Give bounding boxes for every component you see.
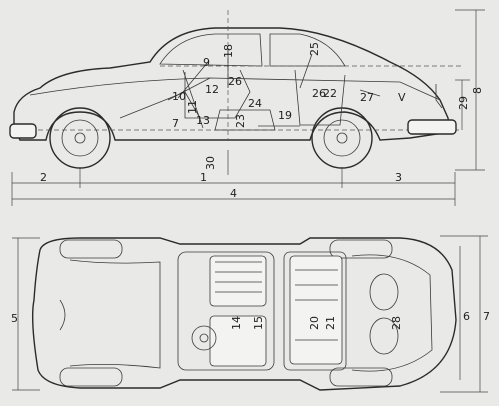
callout-18: 18 [222,44,235,58]
callout-14: 14 [230,316,243,330]
callout-22: 22 [323,87,337,100]
callout-10: 10 [172,90,186,103]
callout-25: 25 [308,42,321,56]
callout-2: 2 [40,171,47,184]
callout-8: 8 [471,87,484,94]
callout-23: 23 [234,114,247,128]
callout-6: 6 [463,310,470,323]
callout-13: 13 [196,114,210,127]
callout-9: 9 [203,56,210,69]
front-bumper [9,123,37,139]
callout-15: 15 [252,316,265,330]
front-wheel [49,107,111,169]
callout-30: 30 [204,156,217,170]
callout-28: 28 [390,316,403,330]
side-window-front [159,33,263,67]
callout-12: 12 [205,83,219,96]
callout-3: 3 [395,171,402,184]
rear-bumper [407,119,457,135]
callout-26: 26 [228,75,242,88]
steering-wheel [191,325,217,351]
callout-1: 1 [200,171,207,184]
callout-24: 24 [248,97,262,110]
callout-19: 19 [278,109,292,122]
side-view: 9 18 25 10 11 12 26 24 23 13 7 19 26 22 … [9,9,485,206]
top-body-outline [31,237,457,391]
callout-20: 20 [308,316,321,330]
callout-29: 29 [457,96,470,110]
callout-V: V [398,91,406,104]
callout-5: 5 [11,312,18,325]
callout-11: 11 [186,100,199,114]
callout-7: 7 [483,310,490,323]
callout-4: 4 [230,187,237,200]
callout-26-rear: 26 [312,87,326,100]
top-view: 5 6 7 14 15 20 21 28 [11,235,490,393]
rear-wheel [311,107,373,169]
callout-21: 21 [324,316,337,330]
callout-27: 27 [360,91,374,104]
callout-7-side: 7 [172,117,179,130]
